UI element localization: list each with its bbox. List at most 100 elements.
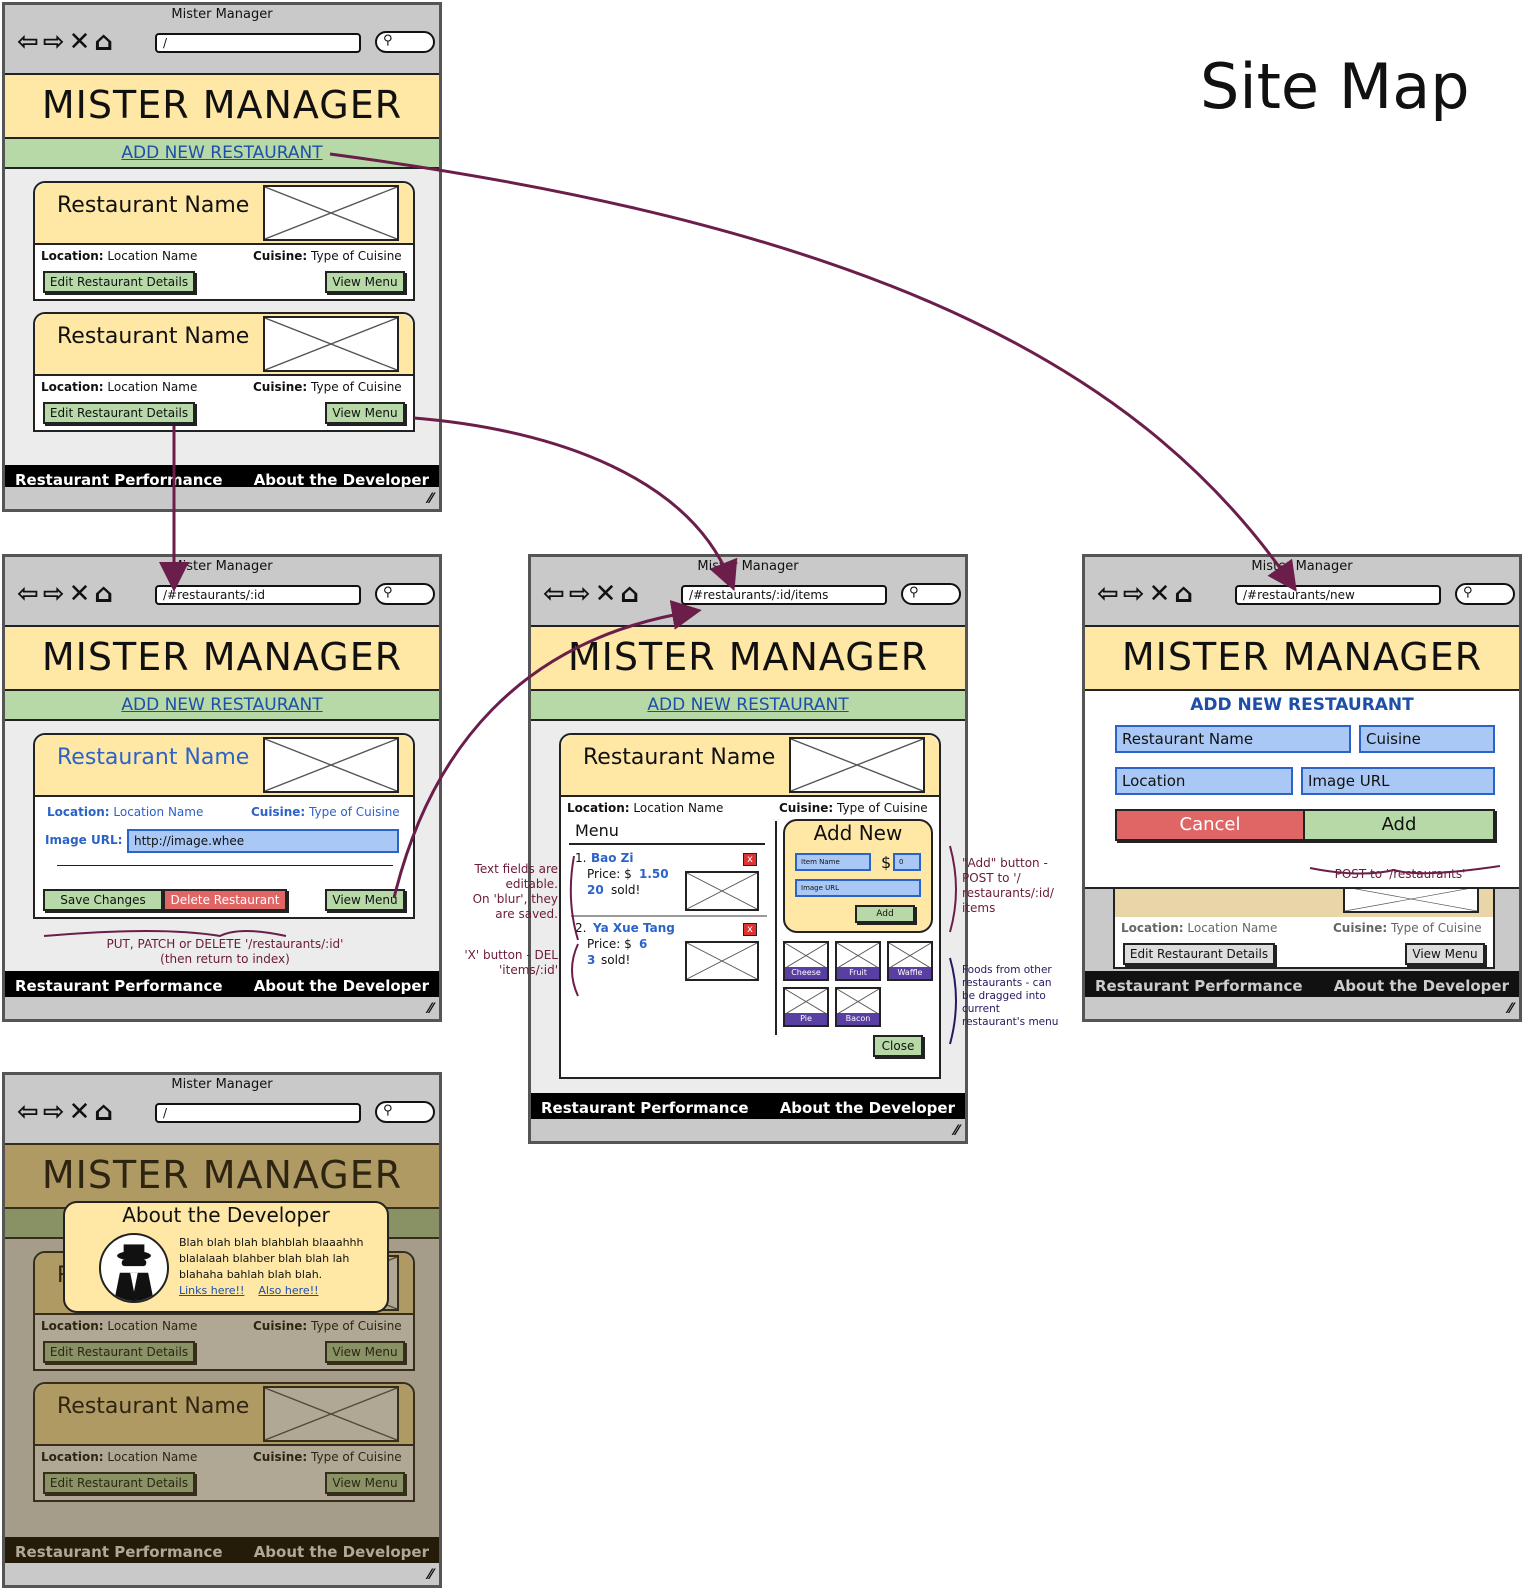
food-tile[interactable]: Waffle <box>887 941 933 981</box>
edit-restaurant-button[interactable]: Edit Restaurant Details <box>43 271 195 293</box>
index-wireframe: Mister Manager ⇦⇨✕⌂ / ⚲ MISTER MANAGER A… <box>2 2 442 512</box>
about-link[interactable]: About the Developer <box>1333 977 1509 995</box>
search-icon[interactable]: ⚲ <box>375 1101 435 1123</box>
search-icon[interactable]: ⚲ <box>375 31 435 53</box>
delete-item-note: 'X' button - DEL 'items/:id' <box>454 948 558 978</box>
edit-restaurant-button[interactable]: Edit Restaurant Details <box>43 402 195 424</box>
note-line: current <box>962 1003 1000 1015</box>
note-line: On 'blur', they <box>472 892 558 906</box>
url-bar[interactable]: / <box>155 1103 361 1123</box>
add-item-button[interactable]: Add <box>855 905 915 923</box>
nav-icons[interactable]: ⇦⇨✕⌂ <box>17 27 117 57</box>
search-icon[interactable]: ⚲ <box>375 583 435 605</box>
view-menu-button[interactable]: View Menu <box>325 271 405 293</box>
browser-chrome: Mister Manager ⇦⇨✕⌂ / ⚲ <box>5 1075 439 1143</box>
search-icon[interactable]: ⚲ <box>901 583 961 605</box>
cuisine-field[interactable]: Cuisine <box>1359 725 1495 753</box>
food-tile[interactable]: Cheese <box>783 941 829 981</box>
view-menu-button[interactable]: View Menu <box>325 1341 405 1363</box>
item-name[interactable]: Bao Zi <box>591 851 634 865</box>
browser-chrome: Mister Manager ⇦⇨✕⌂ /#restaurants/:id/it… <box>531 557 965 625</box>
menu-item: 2. Ya Xue Tang Price: $ 6 3 sold! x <box>571 921 767 987</box>
item-price[interactable]: 6 <box>639 937 648 951</box>
performance-link[interactable]: Restaurant Performance <box>15 471 223 489</box>
add-restaurant-link[interactable]: ADD NEW RESTAURANT <box>531 691 965 721</box>
delete-restaurant-button[interactable]: Delete Restaurant <box>163 889 287 911</box>
about-link[interactable]: About the Developer <box>779 1099 955 1117</box>
item-sold[interactable]: 3 <box>587 953 596 967</box>
nav-icons[interactable]: ⇦⇨✕⌂ <box>17 1097 117 1127</box>
item-price[interactable]: 1.50 <box>639 867 669 881</box>
location-value[interactable]: Location Name <box>113 805 204 819</box>
image-url-field[interactable]: http://image.whee <box>127 829 399 853</box>
cuisine-value: Type of Cuisine <box>837 801 928 815</box>
cuisine-value[interactable]: Type of Cuisine <box>309 805 400 819</box>
item-name-field[interactable]: Item Name <box>795 853 871 871</box>
about-text: Blah blah blah blahblah blaaahhh <box>179 1236 364 1249</box>
delete-item-button[interactable]: x <box>743 853 757 866</box>
food-tile[interactable]: Fruit <box>835 941 881 981</box>
restaurant-name[interactable]: Restaurant Name <box>57 745 250 770</box>
location-field[interactable]: Location <box>1115 767 1293 795</box>
view-menu-button[interactable]: View Menu <box>325 402 405 424</box>
search-icon[interactable]: ⚲ <box>1455 583 1515 605</box>
close-button[interactable]: Close <box>873 1035 923 1057</box>
view-menu-button[interactable]: View Menu <box>1405 943 1485 965</box>
restaurant-name: Restaurant Name <box>57 1394 250 1419</box>
links-link[interactable]: Links here!! <box>179 1284 245 1297</box>
item-name[interactable]: Ya Xue Tang <box>593 921 675 935</box>
about-link[interactable]: About the Developer <box>253 1543 429 1561</box>
about-text: blahaha bahlah blah blah. <box>179 1268 323 1281</box>
item-sold[interactable]: 20 <box>587 883 604 897</box>
nav-icons[interactable]: ⇦⇨✕⌂ <box>543 579 643 609</box>
location-label: Location: <box>47 805 110 819</box>
save-changes-button[interactable]: Save Changes <box>43 889 163 911</box>
food-tile[interactable]: Pie <box>783 987 829 1027</box>
delete-item-button[interactable]: x <box>743 923 757 936</box>
app-header: MISTER MANAGER <box>5 625 439 691</box>
cuisine-value: Type of Cuisine <box>311 249 402 263</box>
resize-grip-icon[interactable]: ⁄⁄ <box>1508 1001 1513 1017</box>
nav-icons[interactable]: ⇦⇨✕⌂ <box>1097 579 1197 609</box>
edit-restaurant-button[interactable]: Edit Restaurant Details <box>43 1341 195 1363</box>
cuisine-label: Cuisine: <box>253 380 308 394</box>
url-bar[interactable]: /#restaurants/:id/items <box>681 585 887 605</box>
food-tile[interactable]: Bacon <box>835 987 881 1027</box>
resize-grip-icon[interactable]: ⁄⁄ <box>954 1123 959 1139</box>
nav-icons[interactable]: ⇦⇨✕⌂ <box>17 579 117 609</box>
add-restaurant-link[interactable]: ADD NEW RESTAURANT <box>5 691 439 721</box>
edit-restaurant-button[interactable]: Edit Restaurant Details <box>43 1472 195 1494</box>
resize-grip-icon[interactable]: ⁄⁄ <box>428 1567 433 1583</box>
menu-title: Menu <box>575 821 619 840</box>
restaurant-name-field[interactable]: Restaurant Name <box>1115 725 1351 753</box>
add-button[interactable]: Add <box>1303 809 1495 841</box>
edit-restaurant-button[interactable]: Edit Restaurant Details <box>1123 943 1275 965</box>
location-value: Location Name <box>107 1450 198 1464</box>
dollar-sign: $ <box>881 853 892 872</box>
app-header: MISTER MANAGER <box>5 1143 439 1209</box>
about-link[interactable]: About the Developer <box>253 977 429 995</box>
performance-link[interactable]: Restaurant Performance <box>541 1099 749 1117</box>
image-url-field[interactable]: Image URL <box>795 879 921 897</box>
url-bar[interactable]: /#restaurants/:id <box>155 585 361 605</box>
url-bar[interactable]: /#restaurants/new <box>1235 585 1441 605</box>
performance-link[interactable]: Restaurant Performance <box>15 977 223 995</box>
add-restaurant-link[interactable]: ADD NEW RESTAURANT <box>5 139 439 169</box>
divider <box>57 865 393 866</box>
add-item-note: "Add" button - POST to '/ restaurants/:i… <box>962 856 1062 916</box>
performance-link[interactable]: Restaurant Performance <box>1095 977 1303 995</box>
url-bar[interactable]: / <box>155 33 361 53</box>
performance-link[interactable]: Restaurant Performance <box>15 1543 223 1561</box>
cancel-button[interactable]: Cancel <box>1115 809 1305 841</box>
also-link[interactable]: Also here!! <box>258 1284 319 1297</box>
price-field[interactable]: 0 <box>893 853 921 871</box>
view-menu-button[interactable]: View Menu <box>325 1472 405 1494</box>
location-label: Location: <box>41 249 104 263</box>
status-bar: ⁄⁄ <box>5 997 439 1019</box>
window-title: Mister Manager <box>697 559 799 574</box>
resize-grip-icon[interactable]: ⁄⁄ <box>428 1001 433 1017</box>
content-area: Restaurant Name Location: Location Name … <box>5 169 439 465</box>
resize-grip-icon[interactable]: ⁄⁄ <box>428 491 433 507</box>
view-menu-button[interactable]: View Menu <box>325 889 405 911</box>
image-url-field[interactable]: Image URL <box>1301 767 1495 795</box>
